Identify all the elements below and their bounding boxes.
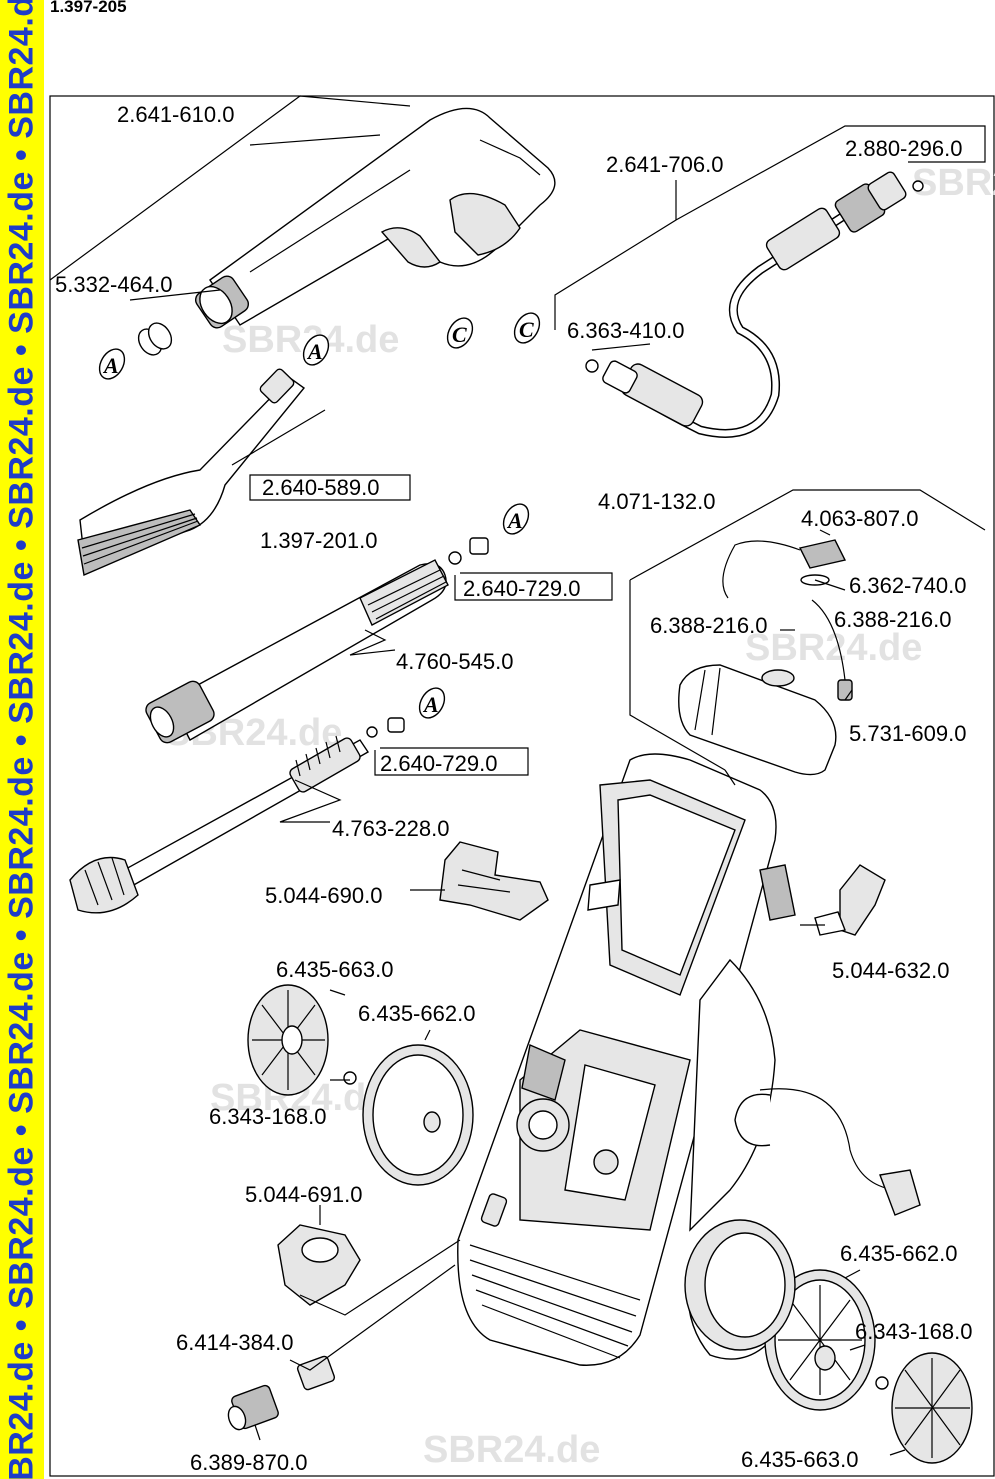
- part-label: 6.414-384.0: [176, 1330, 293, 1355]
- part-label: 6.362-740.0: [849, 573, 966, 598]
- part-label: 4.063-807.0: [801, 506, 918, 531]
- ref-marker-c: C: [513, 312, 541, 344]
- hose-clip-drawing: [439, 841, 549, 921]
- part-label: 4.071-132.0: [598, 489, 715, 514]
- coupling-drawing: [227, 1355, 336, 1431]
- part-label: 2.640-589.0: [262, 475, 379, 500]
- part-label: 2.640-729.0: [380, 751, 497, 776]
- ref-marker-a: A: [502, 503, 530, 535]
- spray-lance-drawing: [145, 537, 489, 744]
- drawing-frame: [49, 95, 995, 1477]
- part-label: 2.880-296.0: [845, 136, 962, 161]
- ref-marker-a: A: [98, 348, 126, 380]
- lance-holder-drawing: [759, 864, 886, 936]
- svg-text:C: C: [452, 322, 467, 347]
- part-label: 6.435-663.0: [741, 1447, 858, 1472]
- part-labels: 2.641-610.0 5.332-464.0 2.641-706.0 2.88…: [55, 102, 972, 1475]
- part-label: 4.760-545.0: [396, 649, 513, 674]
- svg-text:A: A: [506, 508, 523, 533]
- part-label: 5.044-690.0: [265, 883, 382, 908]
- part-label: 6.389-870.0: [190, 1450, 307, 1475]
- part-label: 5.731-609.0: [849, 721, 966, 746]
- watermark: SBR24.de: [912, 162, 995, 204]
- hose-drawing: [585, 171, 924, 438]
- hubcap-drawing: [891, 1352, 973, 1464]
- part-label: 6.343-168.0: [209, 1104, 326, 1129]
- leader-lines: [49, 95, 986, 1456]
- part-label: 6.363-410.0: [567, 318, 684, 343]
- ref-marker-a: A: [302, 334, 330, 366]
- wheel-drawing: [684, 1219, 796, 1351]
- pressure-washer-body-drawing: [457, 753, 921, 1366]
- ref-marker-a: A: [418, 687, 446, 719]
- part-label: 2.640-729.0: [463, 576, 580, 601]
- svg-text:A: A: [306, 339, 323, 364]
- svg-text:A: A: [102, 353, 119, 378]
- side-watermark-band: SBR24.de • SBR24.de • SBR24.de • SBR24.d…: [0, 0, 44, 1479]
- detergent-tank-drawing: [678, 539, 853, 776]
- part-label: 6.435-662.0: [358, 1001, 475, 1026]
- wheel-drawing: [343, 1044, 474, 1186]
- part-label: 5.332-464.0: [55, 272, 172, 297]
- part-label: 6.388-216.0: [834, 607, 951, 632]
- part-label: 2.641-706.0: [606, 152, 723, 177]
- ref-marker-c: C: [446, 317, 474, 349]
- watermark: SBR24.de: [745, 627, 922, 669]
- part-label: 6.343-168.0: [855, 1319, 972, 1344]
- hubcap-drawing: [247, 984, 329, 1096]
- part-label: 6.435-662.0: [840, 1241, 957, 1266]
- watermark: SBR24.de: [423, 1429, 600, 1471]
- trigger-gun-drawing: [137, 107, 556, 356]
- hose-holder-drawing: [277, 1224, 361, 1306]
- svg-text:A: A: [422, 692, 439, 717]
- spray-lance-drawing: [69, 717, 405, 914]
- part-label: 6.435-663.0: [276, 957, 393, 982]
- svg-text:C: C: [519, 317, 534, 342]
- part-label: 4.763-228.0: [332, 816, 449, 841]
- part-label: 2.641-610.0: [117, 102, 234, 127]
- part-label: 5.044-632.0: [832, 958, 949, 983]
- document-number: 1.397-205: [50, 0, 127, 16]
- wash-brush-drawing: [77, 368, 306, 576]
- part-label: 5.044-691.0: [245, 1182, 362, 1207]
- part-label: 6.388-216.0: [650, 613, 767, 638]
- part-label: 1.397-201.0: [260, 528, 377, 553]
